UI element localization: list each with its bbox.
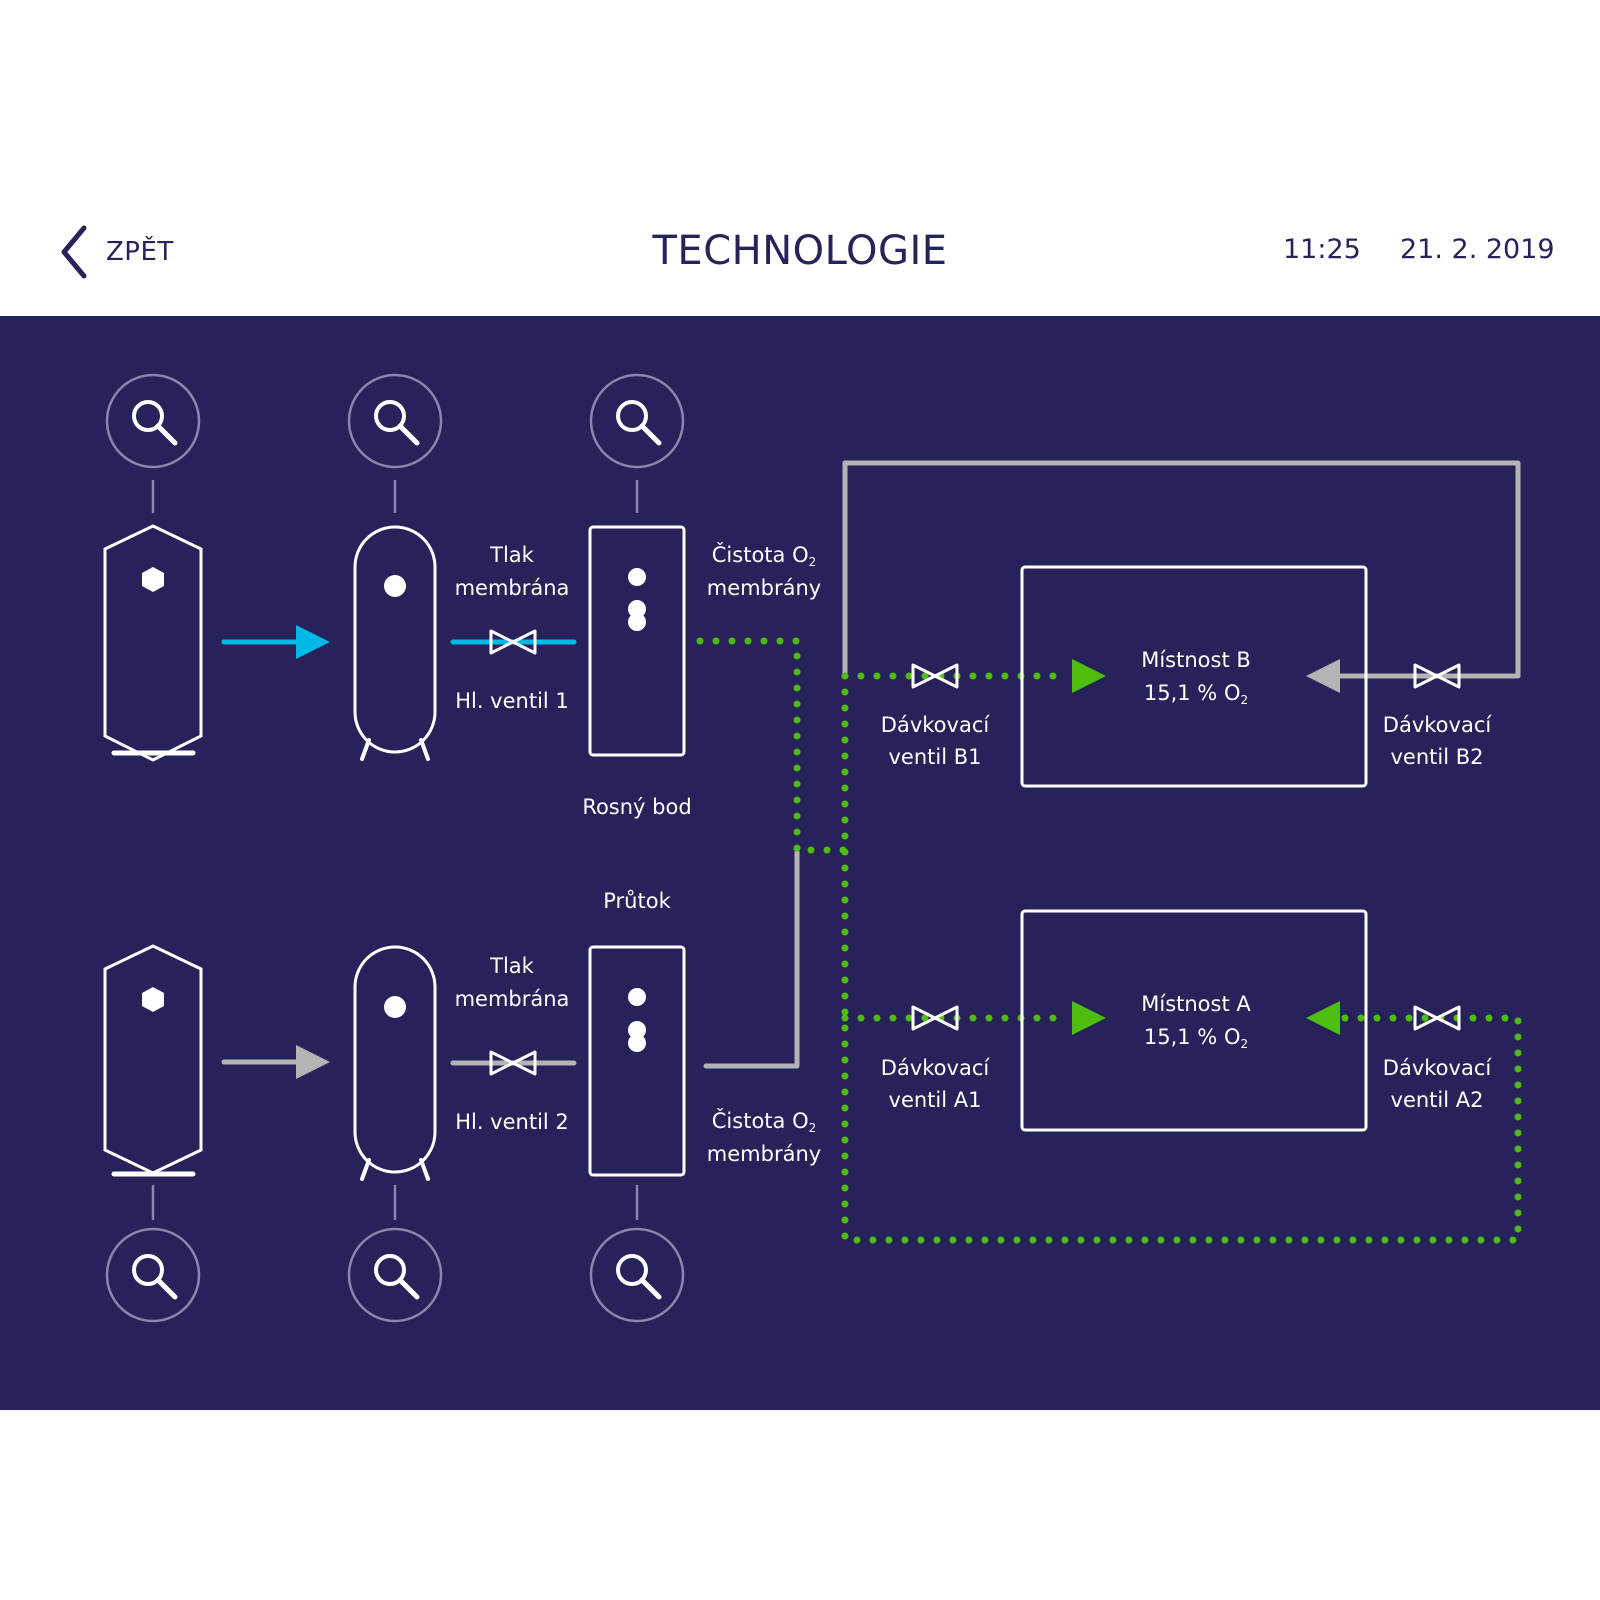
magnifier-icon [349, 1229, 441, 1321]
pressure-label-2: membrána [455, 576, 570, 600]
compressor-1[interactable] [103, 524, 203, 762]
compressor-2[interactable] [103, 944, 203, 1177]
connector-lines [151, 480, 639, 1220]
status-dot [384, 575, 406, 597]
chevron-left-icon [61, 225, 87, 279]
valve-b2-label-2: ventil B2 [1390, 745, 1483, 769]
inactive-pipes [703, 460, 1521, 1069]
main-valve-1[interactable] [450, 629, 577, 655]
room-b-name: Místnost B [1141, 648, 1251, 672]
zoom-button-compressor-2[interactable] [107, 1229, 199, 1321]
technology-diagram-panel: Tlak membrána Hl. ventil 1 Rosný bod Čis… [0, 316, 1600, 1410]
back-button[interactable]: ZPĚT [58, 222, 174, 282]
dew-point-label: Rosný bod [582, 795, 691, 819]
page-title: TECHNOLOGIE [652, 228, 948, 274]
dosing-valve-a1[interactable] [911, 1005, 959, 1031]
butterfly-valve-icon [911, 1005, 959, 1031]
arrow-right-green-icon [1072, 1001, 1106, 1035]
dryer-2[interactable] [588, 945, 686, 1177]
pressure-label-line2: Tlak [489, 954, 535, 978]
valve-b2-label: Dávkovací [1383, 713, 1493, 737]
valve-a2-label: Dávkovací [1383, 1056, 1493, 1080]
valve-a1-label-2: ventil A1 [889, 1088, 982, 1112]
header-bar: ZPĚT TECHNOLOGIE 11:25 21. 2. 2019 [0, 200, 1600, 315]
hexagon-indicator-icon [142, 567, 164, 592]
air-tank-1[interactable] [353, 525, 437, 761]
magnifier-icon [107, 375, 199, 467]
room-b[interactable]: Místnost B 15,1 % O2 [1020, 565, 1368, 788]
magnifier-icon [107, 1229, 199, 1321]
flow-arrow-1 [221, 625, 330, 659]
magnifier-icon [591, 1229, 683, 1321]
flow-label: Průtok [603, 889, 671, 913]
o2-purity-label-1b: membrány [707, 576, 821, 600]
air-tank-2[interactable] [353, 945, 437, 1181]
clock-date: 21. 2. 2019 [1400, 234, 1555, 265]
room-a-name: Místnost A [1141, 992, 1251, 1016]
dosing-valve-b1[interactable] [911, 663, 959, 689]
arrow-left-green-icon [1306, 1001, 1340, 1035]
back-label: ZPĚT [106, 237, 174, 267]
main-valve-2[interactable] [450, 1050, 577, 1076]
butterfly-valve-icon [911, 663, 959, 689]
arrow-right-green-icon [1072, 659, 1106, 693]
valve-a2-label-2: ventil A2 [1391, 1088, 1484, 1112]
o2-purity-label-1: Čistota O2 [712, 542, 816, 569]
flow-arrow-2 [221, 1045, 330, 1079]
clock-time: 11:25 [1283, 234, 1361, 265]
room-a-o2-value: 15,1 % O2 [1144, 1025, 1248, 1051]
o2-purity-label-2: Čistota O2 [712, 1108, 816, 1135]
zoom-button-compressor-1[interactable] [107, 375, 199, 467]
process-diagram: Tlak membrána Hl. ventil 1 Rosný bod Čis… [103, 316, 1522, 1410]
magnifier-icon [591, 375, 683, 467]
o2-purity-label-2b: membrány [707, 1142, 821, 1166]
zoom-button-tank-1[interactable] [349, 375, 441, 467]
dryer-1[interactable] [588, 525, 686, 757]
main-valve-2-label: Hl. ventil 2 [455, 1110, 569, 1134]
pressure-label: Tlak [489, 543, 535, 567]
pressure-label-line2b: membrána [455, 987, 570, 1011]
room-b-o2-value: 15,1 % O2 [1144, 681, 1248, 707]
zoom-button-dryer-2[interactable] [591, 1229, 683, 1321]
magnifier-icon [349, 375, 441, 467]
hexagon-indicator-icon [142, 987, 164, 1012]
arrow-left-gray-icon [1306, 659, 1340, 693]
room-a[interactable]: Místnost A 15,1 % O2 [1020, 909, 1368, 1132]
status-dot [384, 996, 406, 1018]
zoom-button-tank-2[interactable] [349, 1229, 441, 1321]
valve-a1-label: Dávkovací [881, 1056, 991, 1080]
valve-b1-label-2: ventil B1 [888, 745, 981, 769]
valve-b1-label: Dávkovací [881, 713, 991, 737]
zoom-button-dryer-1[interactable] [591, 375, 683, 467]
main-valve-1-label: Hl. ventil 1 [455, 689, 569, 713]
